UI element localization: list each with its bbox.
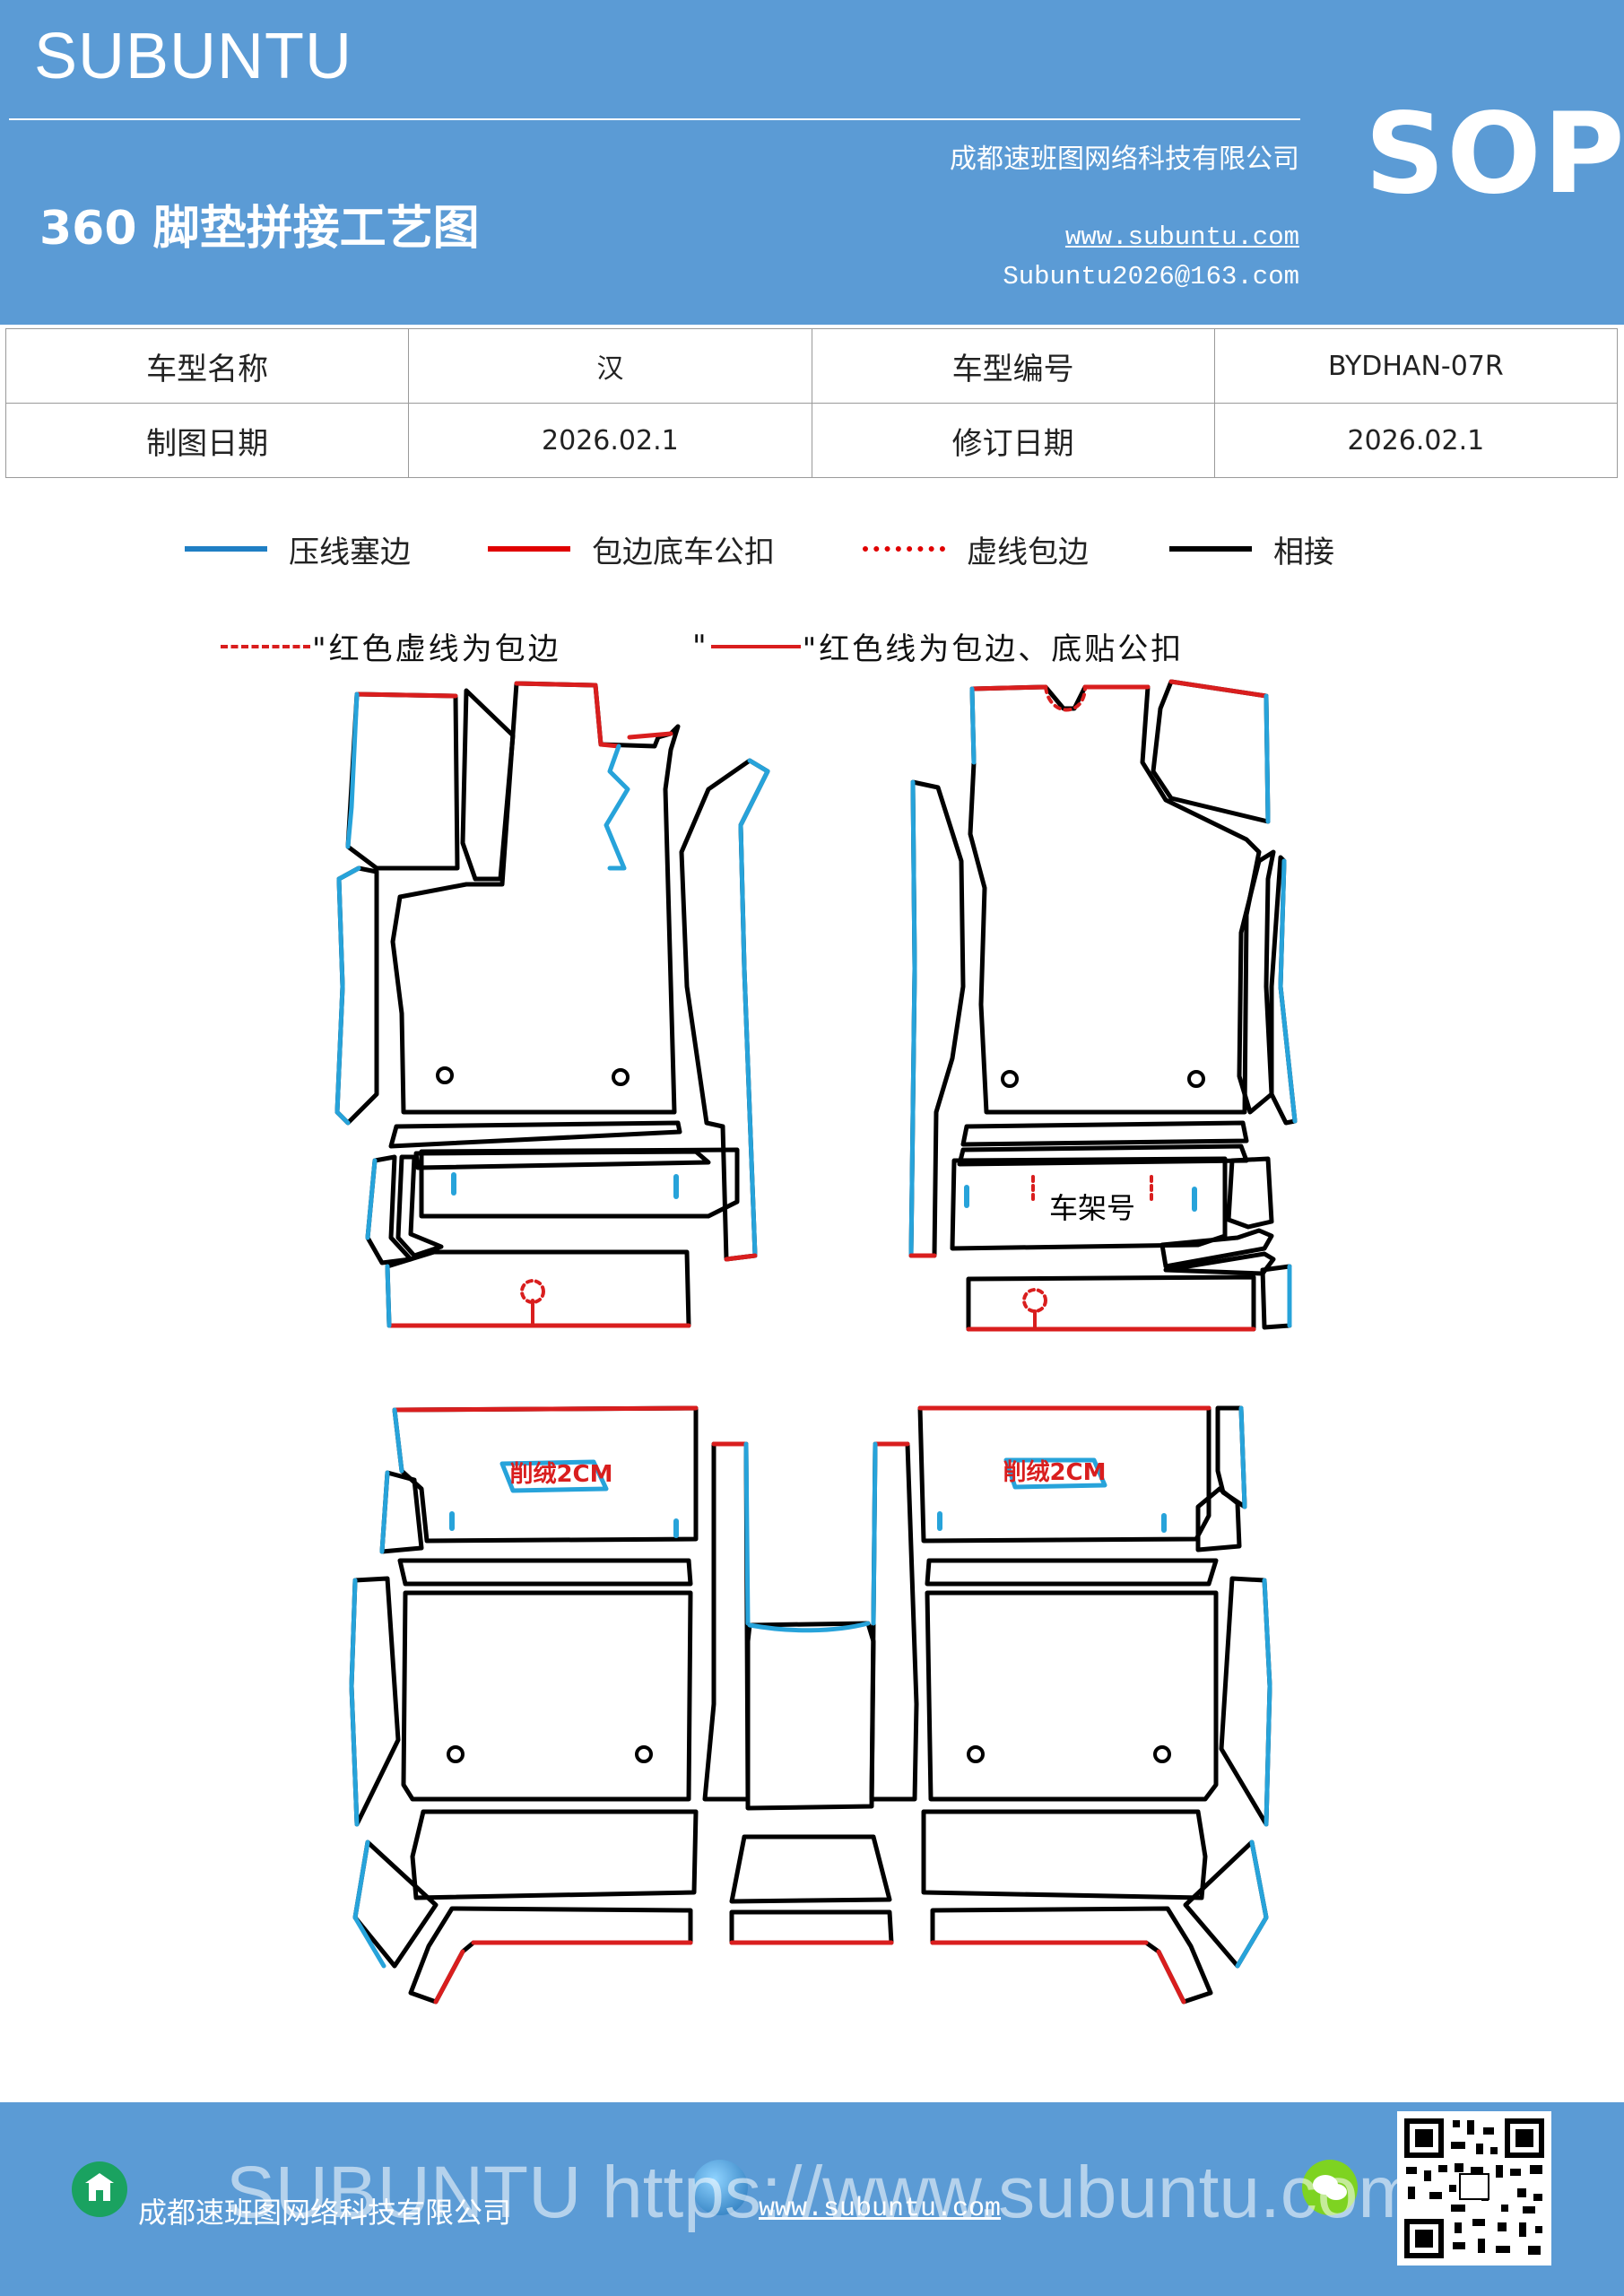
header-band: SUBUNTU 360 脚垫拼接工艺图 成都速班图网络科技有限公司 www.su…	[0, 0, 1624, 325]
table-cell: 制图日期	[4, 403, 410, 478]
legend-item-black: 相接	[1169, 522, 1334, 576]
note-solid-text: "红色线为包边、底贴公扣	[802, 631, 1185, 667]
table-cell: 汉	[408, 328, 812, 404]
building-icon	[72, 2161, 127, 2217]
footer-band: 成都速班图网络科技有限公司 www.subuntu.com SUBUNTU ht…	[0, 2102, 1624, 2296]
brand-name: SUBUNTU	[34, 21, 353, 92]
table-cell: 修订日期	[811, 403, 1215, 478]
front-right-mat	[908, 679, 1298, 1332]
qr-code-image	[1404, 2118, 1544, 2258]
table-row: 车型名称 汉 车型编号 BYDHAN-07R	[4, 328, 1619, 404]
globe-icon	[692, 2160, 748, 2215]
floor-mat-diagram: 车架号 削绒2CM 削绒2CM	[334, 679, 1298, 2005]
edge-notes: "红色虚线为包边 " "红色线为包边、底贴公扣	[0, 624, 1624, 669]
note-dashed-text: "红色虚线为包边	[312, 631, 561, 667]
qr-code	[1397, 2111, 1551, 2266]
wechat-icon	[1302, 2160, 1358, 2215]
footer-website[interactable]: www.subuntu.com	[759, 2194, 1002, 2224]
legend-item-blue: 压线塞边	[185, 522, 411, 576]
legend-swatch	[488, 546, 570, 552]
legend-swatch	[1169, 546, 1252, 552]
note-solid-prefix: "	[692, 628, 709, 665]
table-cell: BYDHAN-07R	[1213, 328, 1619, 404]
footer-watermark: SUBUNTU https://www.subuntu.com	[226, 2152, 1420, 2233]
table-cell: 车型编号	[811, 328, 1215, 404]
solid-line-sample	[710, 644, 801, 648]
table-cell: 2026.02.1	[408, 403, 812, 478]
table-row: 制图日期 2026.02.1 修订日期 2026.02.1	[4, 403, 1619, 478]
legend-item-red-dotted: 虚线包边	[863, 522, 1089, 576]
shave-label-left: 削绒2CM	[509, 1460, 612, 1488]
table-cell: 车型名称	[4, 328, 410, 404]
front-left-mat	[334, 681, 770, 1328]
frame-number-label: 车架号	[1049, 1191, 1135, 1225]
legend-label: 虚线包边	[967, 534, 1089, 570]
table-cell: 2026.02.1	[1213, 403, 1619, 478]
note-dashed: "红色虚线为包边	[221, 624, 561, 668]
note-solid: " "红色线为包边、底贴公扣	[692, 624, 1184, 668]
vehicle-info-table: 车型名称 汉 车型编号 BYDHAN-07R 制图日期 2026.02.1 修订…	[4, 328, 1619, 478]
footer-company: 成都速班图网络科技有限公司	[138, 2196, 512, 2230]
legend-label: 包边底车公扣	[592, 534, 775, 570]
line-legend: 压线塞边 包边底车公扣 虚线包边 相接	[0, 522, 1624, 576]
legend-label: 相接	[1273, 534, 1334, 570]
shave-label-right: 削绒2CM	[1003, 1458, 1106, 1486]
legend-swatch	[185, 546, 267, 552]
email-address: Subuntu2026@163.com	[1003, 262, 1299, 291]
legend-label: 压线塞边	[289, 534, 411, 570]
rear-right-mat	[917, 1405, 1272, 2005]
sop-badge: SOP	[1365, 90, 1624, 219]
dashed-line-sample	[221, 644, 310, 648]
rear-left-mat	[349, 1405, 699, 2005]
legend-item-red: 包边底车公扣	[488, 522, 775, 576]
center-tunnel-pieces	[702, 1441, 919, 1945]
document-title: 360 脚垫拼接工艺图	[39, 202, 480, 256]
legend-swatch	[863, 546, 945, 552]
header-divider	[9, 118, 1300, 120]
website-link[interactable]: www.subuntu.com	[1064, 222, 1299, 252]
company-name: 成都速班图网络科技有限公司	[950, 144, 1299, 175]
